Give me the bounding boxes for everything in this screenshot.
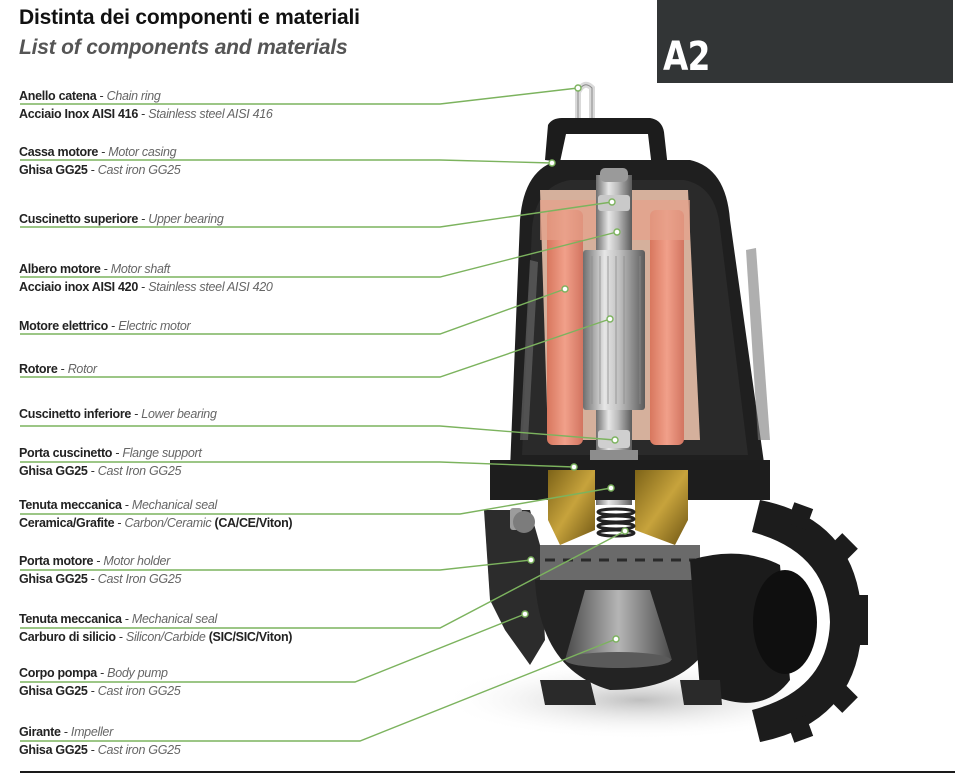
component-chain-ring: Anello catena - Chain ring Acciaio Inox …: [19, 89, 273, 121]
leader-line-impeller: [20, 638, 617, 742]
page-title: Distinta dei componenti e materiali: [19, 6, 360, 29]
leader-line-motor-casing: [20, 159, 553, 164]
component-electric-motor: Motore elettrico - Electric motor: [19, 319, 191, 333]
leader-line-body-pump: [20, 613, 526, 683]
leader-line-mechanical-seal-2: [20, 530, 626, 629]
component-mechanical-seal-lower: Tenuta meccanica - Mechanical seal Carbu…: [19, 612, 293, 644]
component-rotor: Rotore - Rotor: [19, 362, 97, 376]
component-body-pump: Corpo pompa - Body pump Ghisa GG25 - Cas…: [19, 666, 181, 698]
component-motor-shaft: Albero motore - Motor shaft Acciaio inox…: [19, 262, 273, 294]
leader-line-motor-holder: [20, 559, 532, 571]
bottom-divider: [20, 771, 955, 773]
leader-lines: [20, 87, 626, 742]
leader-endpoints: [521, 84, 629, 643]
component-motor-casing: Cassa motore - Motor casing Ghisa GG25 -…: [19, 145, 181, 177]
component-mechanical-seal-upper: Tenuta meccanica - Mechanical seal Ceram…: [19, 498, 293, 530]
model-badge: A2: [657, 0, 953, 83]
leader-line-chain-ring: [20, 87, 579, 105]
pump-illustration: [440, 81, 868, 743]
component-lower-bearing: Cuscinetto inferiore - Lower bearing: [19, 407, 217, 421]
leader-line-motor-shaft: [20, 231, 618, 278]
component-impeller: Girante - Impeller Ghisa GG25 - Cast iro…: [19, 725, 181, 757]
component-motor-holder: Porta motore - Motor holder Ghisa GG25 -…: [19, 554, 182, 586]
leader-line-rotor: [20, 318, 611, 378]
leader-line-mechanical-seal-1: [20, 487, 612, 515]
component-flange-support: Porta cuscinetto - Flange support Ghisa …: [19, 446, 202, 478]
model-badge-label: A2: [663, 34, 710, 80]
leader-line-upper-bearing: [20, 201, 613, 228]
component-upper-bearing: Cuscinetto superiore - Upper bearing: [19, 212, 224, 226]
page-subtitle: List of components and materials: [19, 36, 348, 59]
leader-line-lower-bearing: [20, 425, 616, 441]
leader-line-electric-motor: [20, 288, 566, 335]
leader-line-flange-support: [20, 461, 575, 468]
